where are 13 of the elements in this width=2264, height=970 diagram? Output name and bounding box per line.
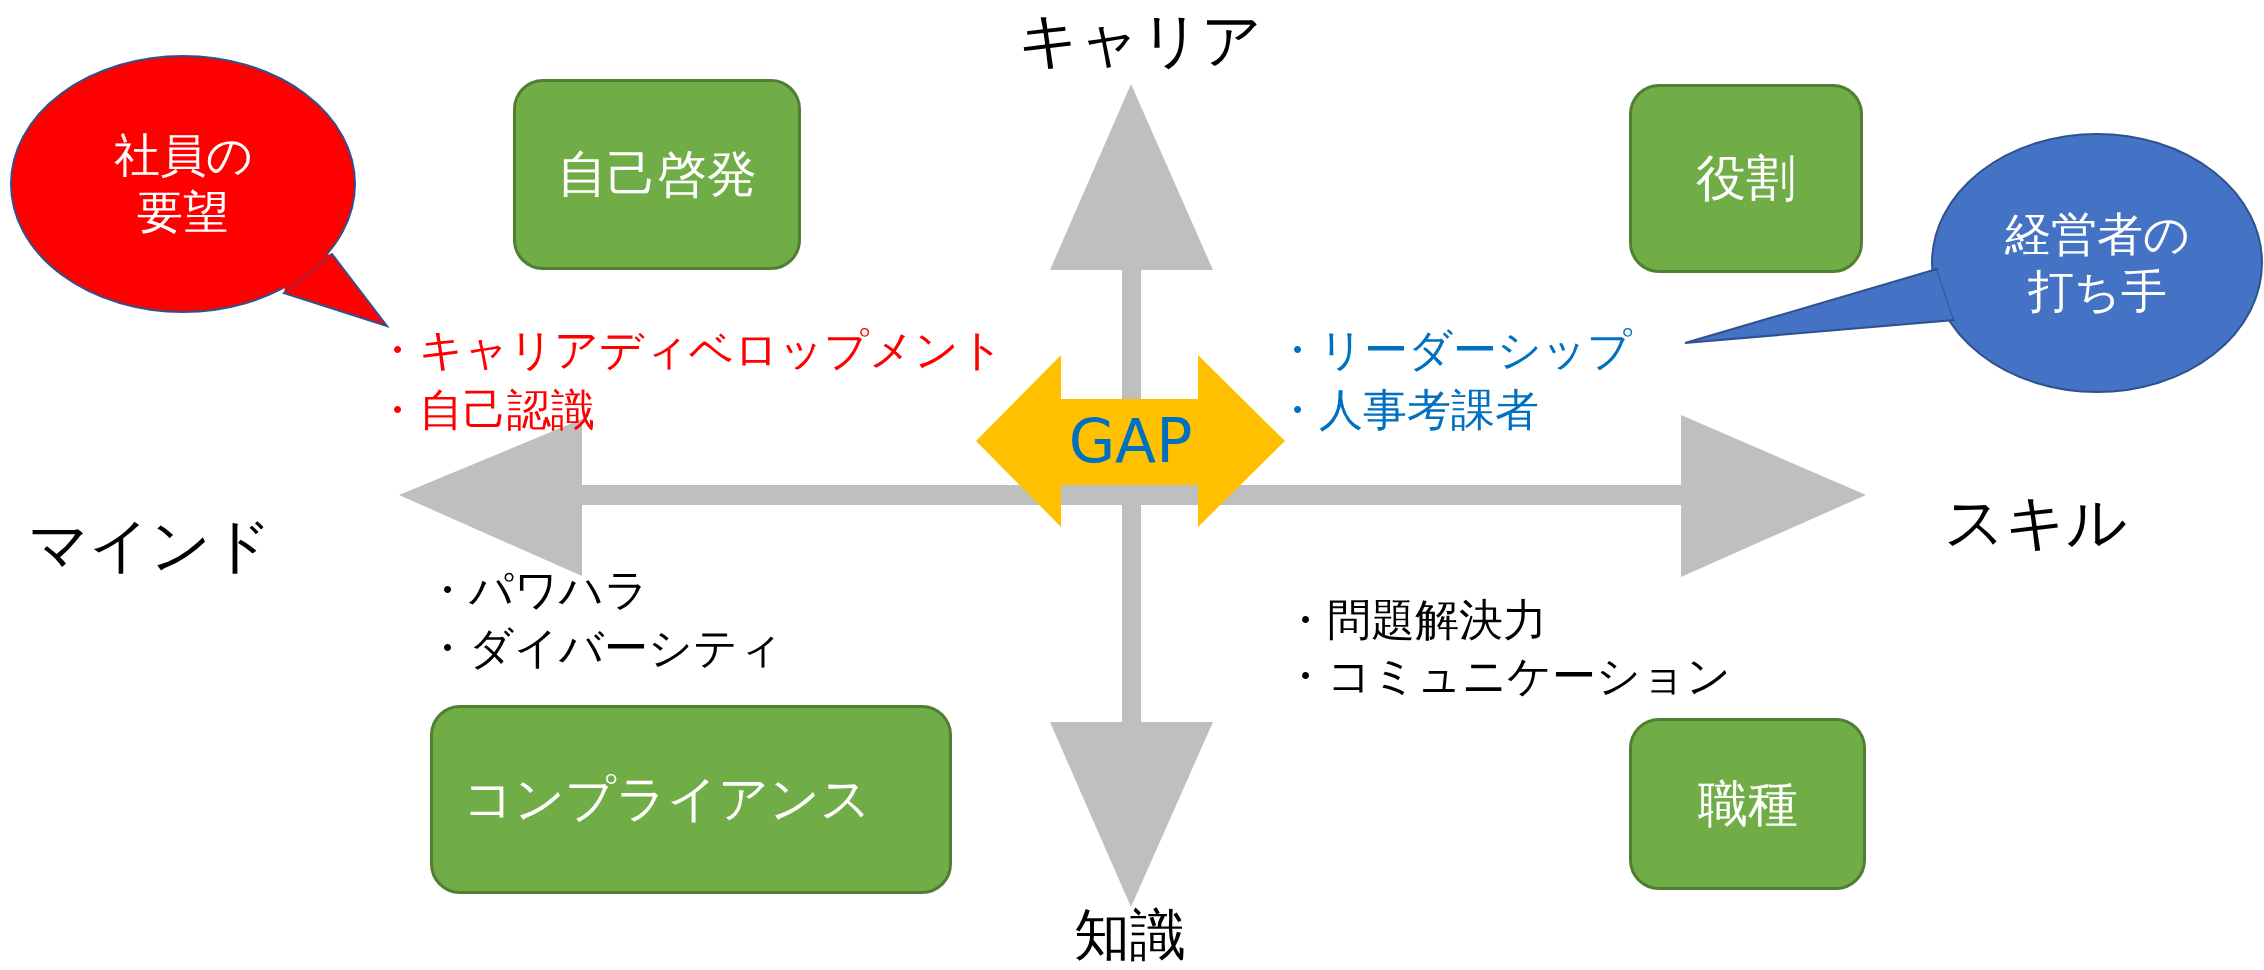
bullet-item: ・ダイバーシティ xyxy=(425,622,783,674)
axis-label: 知識 xyxy=(1074,902,1186,968)
bullet-item: ・パワハラ xyxy=(425,564,649,616)
axis-label: スキル xyxy=(1943,487,2127,557)
rounded-box: 役割 xyxy=(1629,84,1863,273)
axis-label: キャリア xyxy=(1018,5,1262,75)
bullet-item: ・コミュニケーション xyxy=(1283,650,1731,702)
rounded-box: 職種 xyxy=(1629,718,1866,890)
axis-label: マインド xyxy=(28,510,272,580)
bullet-item: ・自己認識 xyxy=(375,384,595,436)
rounded-box: コンプライアンス xyxy=(430,705,952,894)
bullet-item: ・問題解決力 xyxy=(1283,594,1547,646)
rounded-box: 自己啓発 xyxy=(513,79,801,270)
